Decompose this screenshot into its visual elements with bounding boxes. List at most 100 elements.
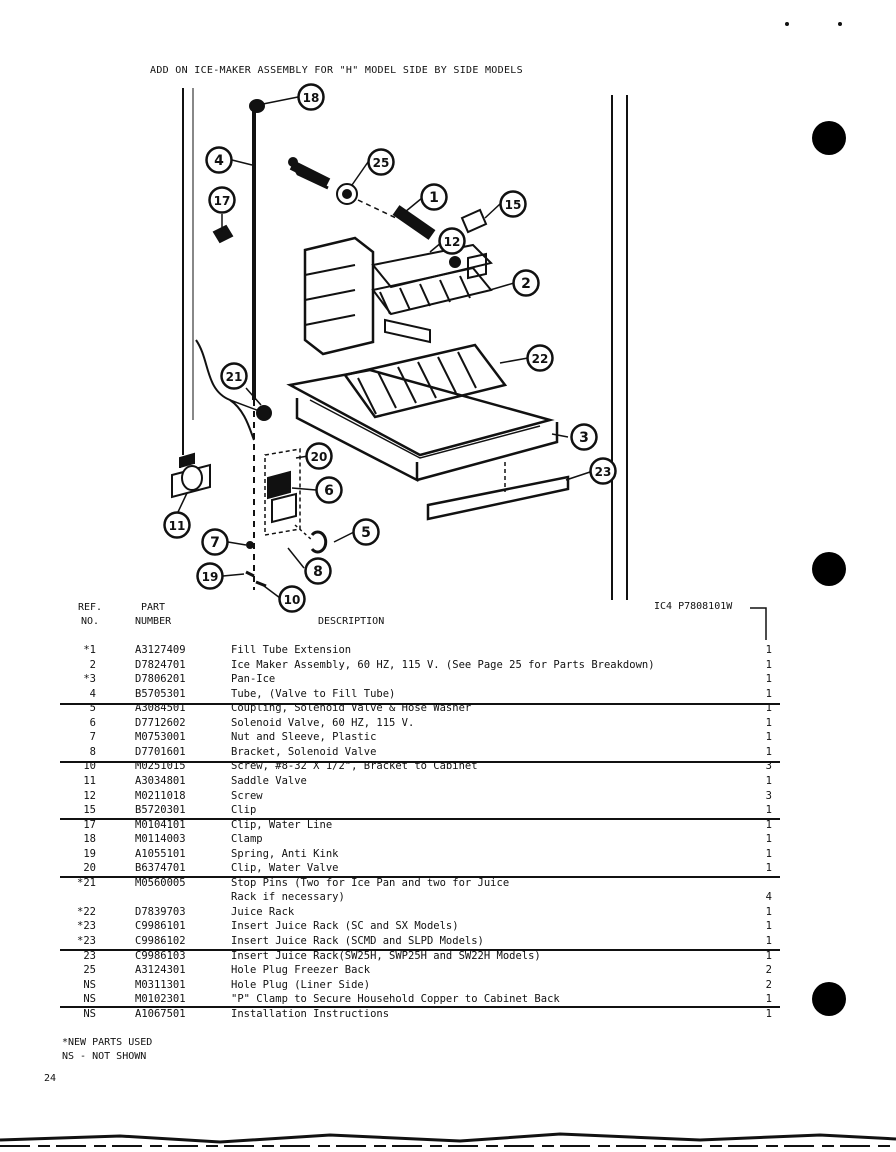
ref-cell: 25: [83, 964, 96, 977]
spring-part: [245, 570, 255, 578]
svg-text:18: 18: [303, 91, 320, 105]
svg-text:7: 7: [210, 535, 220, 551]
callout-1: 1: [420, 183, 448, 211]
description-cell: Insert Juice Rack(SW25H, SWP25H and SW22…: [231, 949, 541, 962]
svg-text:20: 20: [311, 450, 328, 464]
part-number-cell: M0102301: [135, 993, 186, 1006]
punch-hole-top: [812, 121, 846, 155]
corner-dot: [838, 22, 842, 26]
description-cell: Insert Juice Rack (SCMD and SLPD Models): [231, 935, 484, 947]
nut-sleeve-part: [246, 541, 254, 549]
ref-cell: NS: [83, 1007, 96, 1020]
callout-25: 25: [367, 148, 395, 176]
quantity-cell: 1: [765, 804, 772, 817]
svg-text:21: 21: [226, 370, 243, 384]
quantity-cell: 1: [765, 862, 772, 875]
description-cell: Solenoid Valve, 60 HZ, 115 V.: [231, 716, 415, 729]
ref-cell: 6: [89, 716, 96, 729]
page-title: ADD ON ICE-MAKER ASSEMBLY FOR "H" MODEL …: [150, 65, 523, 76]
part-number-cell: D7712602: [135, 716, 186, 729]
solenoid-valve-part: [264, 448, 301, 536]
part-number-cell: D7824701: [135, 658, 186, 671]
quantity-cell: 1: [765, 702, 772, 715]
screw-part: [255, 580, 267, 588]
ref-cell: 7: [89, 731, 96, 744]
description-cell: Spring, Anti Kink: [231, 847, 339, 860]
description-cell: Clamp: [231, 833, 263, 846]
part-number-cell: D7701601: [135, 745, 186, 758]
description-cell: Ice Maker Assembly, 60 HZ, 115 V. (See P…: [231, 658, 655, 671]
quantity-cell: 1: [765, 818, 772, 831]
callout-3: 3: [570, 423, 598, 451]
ice-maker-assembly-part: [303, 236, 493, 356]
ref-header-line2: NO.: [80, 616, 100, 627]
group-divider: [60, 1006, 780, 1008]
callout-20: 20: [305, 442, 333, 470]
part-number-cell: M0211018: [135, 789, 186, 802]
quantity-cell: 1: [765, 920, 772, 933]
svg-text:3: 3: [579, 430, 589, 446]
description-cell: Bracket, Solenoid Valve: [231, 745, 377, 758]
ref-cell: NS: [83, 978, 96, 991]
quantity-cell: 1: [765, 644, 772, 656]
description-cell: Juice Rack: [231, 905, 295, 918]
water-line-clip-part: [212, 224, 234, 244]
ref-cell: *23: [77, 920, 96, 933]
ref-cell: 15: [83, 804, 96, 817]
callout-22: 22: [526, 344, 554, 372]
description-cell: Stop Pins (Two for Ice Pan and two for J…: [231, 876, 510, 889]
part-number-cell: A1067501: [135, 1007, 186, 1020]
ref-cell: 2: [89, 658, 96, 671]
callout-5: 5: [352, 518, 380, 546]
description-cell: Clip, Water Valve: [231, 862, 339, 875]
description-cell: Nut and Sleeve, Plastic: [231, 731, 377, 744]
quantity-cell: 1: [765, 949, 772, 962]
juice-rack-part: [342, 343, 508, 419]
callout-12: 12: [438, 227, 466, 255]
description-cell: Hole Plug Freezer Back: [231, 964, 371, 977]
hole-plug-part: [336, 183, 358, 205]
part-number-cell: M0114003: [135, 833, 186, 846]
clip-part: [460, 208, 488, 234]
description-cell: Fill Tube Extension: [231, 644, 352, 656]
quantity-cell: 3: [765, 789, 772, 802]
callout-11: 11: [163, 511, 191, 539]
description-cell: "P" Clamp to Secure Household Copper to …: [231, 993, 560, 1006]
new-parts-note: *NEW PARTS USED: [62, 1037, 153, 1048]
description-cell: Pan-Ice: [231, 673, 276, 686]
description-header: DESCRIPTION: [318, 616, 385, 627]
saddle-valve-part: [171, 452, 211, 499]
svg-text:1: 1: [429, 190, 439, 206]
callout-15: 15: [499, 190, 527, 218]
callout-2: 2: [512, 269, 540, 297]
part-number-cell: D7839703: [135, 905, 186, 918]
svg-text:15: 15: [505, 198, 522, 212]
ref-cell: 23: [83, 949, 96, 962]
quantity-cell: 1: [765, 716, 772, 729]
ref-header-line1: REF.: [77, 602, 103, 613]
ref-cell: 11: [83, 774, 96, 787]
description-cell: Rack if necessary): [231, 891, 345, 904]
drawing-id: IC4 P7808101W: [654, 601, 733, 612]
quantity-cell: 1: [765, 935, 772, 947]
part-number-cell: M0311301: [135, 978, 186, 991]
svg-text:2: 2: [521, 276, 531, 292]
